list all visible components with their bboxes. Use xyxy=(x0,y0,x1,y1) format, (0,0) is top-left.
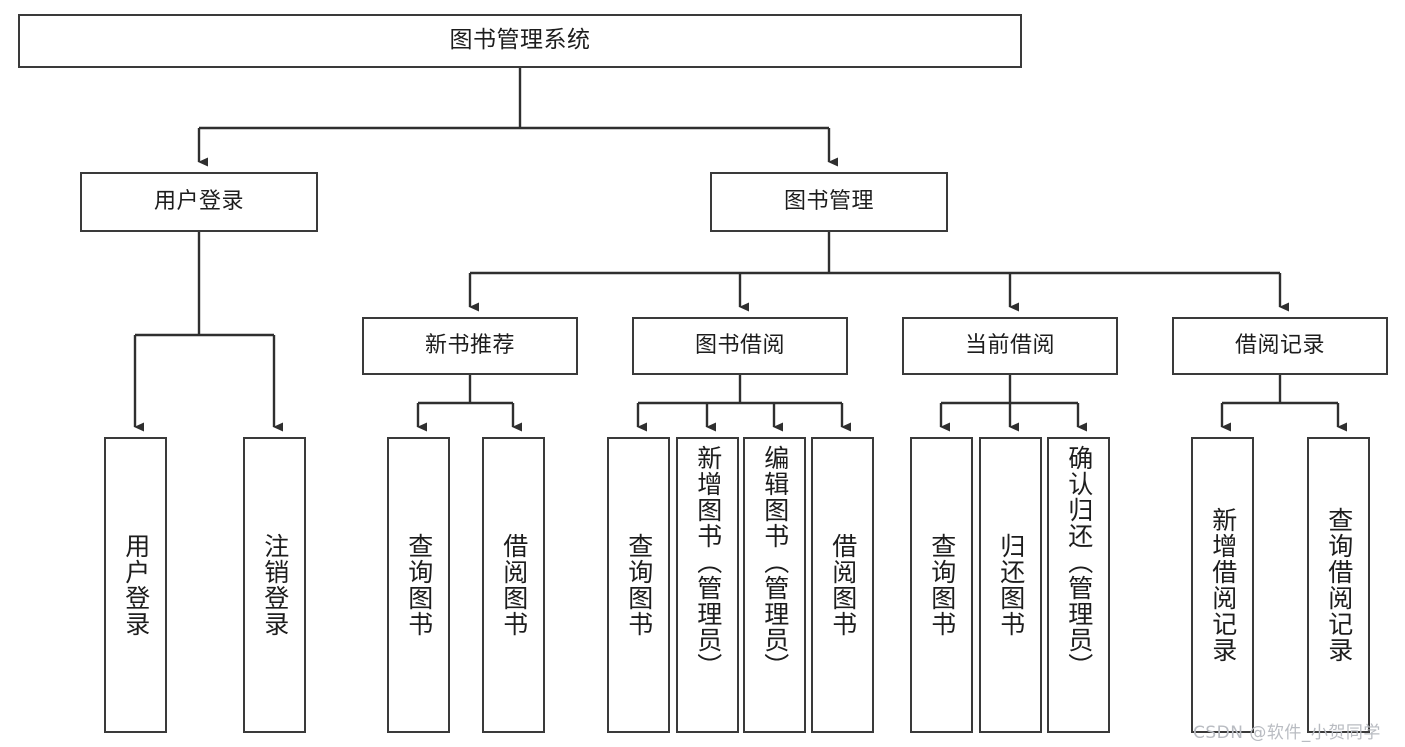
node-label: 新增图书（管理员） xyxy=(693,445,723,679)
node-user-login[interactable]: 用户登录 xyxy=(80,172,318,232)
node-label: 新增借阅记录 xyxy=(1208,507,1238,663)
leaf-book-borrow-edit[interactable]: 编辑图书（管理员） xyxy=(743,437,806,733)
csdn-watermark: CSDN @软件_小贺同学 xyxy=(1193,723,1381,743)
leaf-new-book-borrow[interactable]: 借阅图书 xyxy=(482,437,545,733)
leaf-borrow-record-add[interactable]: 新增借阅记录 xyxy=(1191,437,1254,733)
node-label: 借阅图书 xyxy=(499,533,529,637)
node-label: 图书借阅 xyxy=(694,333,785,359)
node-label: 归还图书 xyxy=(996,533,1026,637)
node-label: 确认归还（管理员） xyxy=(1064,445,1094,679)
leaf-book-borrow-borrow[interactable]: 借阅图书 xyxy=(811,437,874,733)
node-book-management[interactable]: 图书管理 xyxy=(710,172,948,232)
leaf-user-login-logout[interactable]: 注销登录 xyxy=(243,437,306,733)
leaf-book-borrow-query[interactable]: 查询图书 xyxy=(607,437,670,733)
leaf-new-book-query[interactable]: 查询图书 xyxy=(387,437,450,733)
node-label: 查询图书 xyxy=(624,533,654,637)
node-label: 借阅图书 xyxy=(828,533,858,637)
leaf-user-login-login[interactable]: 用户登录 xyxy=(104,437,167,733)
leaf-borrow-record-query[interactable]: 查询借阅记录 xyxy=(1307,437,1370,733)
leaf-current-borrow-return[interactable]: 归还图书 xyxy=(979,437,1042,733)
node-label: 图书管理 xyxy=(783,189,874,215)
node-label: 当前借阅 xyxy=(964,333,1055,359)
leaf-current-borrow-query[interactable]: 查询图书 xyxy=(910,437,973,733)
leaf-book-borrow-add[interactable]: 新增图书（管理员） xyxy=(676,437,739,733)
node-book-borrow[interactable]: 图书借阅 xyxy=(632,317,848,375)
node-label: 图书管理系统 xyxy=(449,27,591,54)
node-label: 查询借阅记录 xyxy=(1324,507,1354,663)
node-label: 借阅记录 xyxy=(1234,333,1325,359)
node-label: 用户登录 xyxy=(121,533,151,637)
node-current-borrow[interactable]: 当前借阅 xyxy=(902,317,1118,375)
leaf-current-borrow-confirm-return[interactable]: 确认归还（管理员） xyxy=(1047,437,1110,733)
node-label: 查询图书 xyxy=(404,533,434,637)
node-label: 注销登录 xyxy=(260,533,290,637)
node-label: 用户登录 xyxy=(153,189,244,215)
node-label: 查询图书 xyxy=(927,533,957,637)
node-book-management-system[interactable]: 图书管理系统 xyxy=(18,14,1022,68)
node-label: 编辑图书（管理员） xyxy=(760,445,790,679)
node-label: 新书推荐 xyxy=(424,333,515,359)
node-borrow-record[interactable]: 借阅记录 xyxy=(1172,317,1388,375)
node-new-book-recommend[interactable]: 新书推荐 xyxy=(362,317,578,375)
